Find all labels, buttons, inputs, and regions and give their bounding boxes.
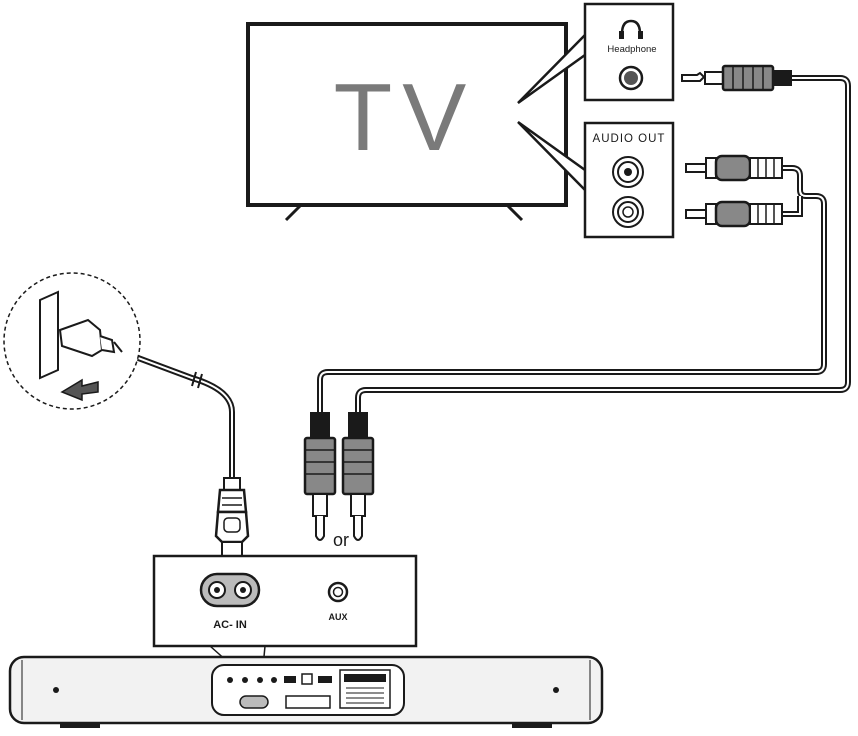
soundbar-foot-left bbox=[60, 722, 100, 728]
aux-jack bbox=[327, 581, 349, 603]
wall-plug-neck bbox=[99, 335, 116, 354]
insert-arrow-icon bbox=[60, 378, 99, 402]
cable-rca-inner bbox=[319, 167, 825, 412]
cable-rca2-inner bbox=[782, 196, 801, 215]
tv-leg-left bbox=[284, 204, 302, 222]
aux-plug-right bbox=[341, 412, 375, 541]
soundbar-ports bbox=[227, 669, 391, 709]
cables bbox=[120, 75, 851, 478]
tv: TV bbox=[246, 22, 568, 222]
soundbar-screw-left bbox=[53, 687, 59, 693]
aux-plug-left bbox=[303, 412, 337, 541]
cable-rca2-outer bbox=[782, 196, 803, 217]
ac-plug bbox=[214, 477, 250, 557]
soundbar-foot-right bbox=[512, 722, 552, 728]
audio-out-label: AUDIO OUT bbox=[593, 133, 666, 145]
tv-label: TV bbox=[334, 64, 477, 171]
headphone-icon bbox=[619, 19, 643, 39]
soundbar bbox=[8, 655, 604, 728]
aux-label: AUX bbox=[328, 612, 347, 622]
rca-jack-red bbox=[612, 156, 644, 188]
headphone-plug bbox=[681, 64, 792, 92]
headphone-callout bbox=[517, 34, 586, 105]
audio-out-callout bbox=[517, 120, 586, 191]
rca-jack-white bbox=[612, 196, 644, 228]
power-cord-outer bbox=[120, 349, 235, 478]
ac-in-socket bbox=[199, 572, 261, 608]
ac-in-label: AC- IN bbox=[213, 619, 247, 631]
tv-screen bbox=[246, 22, 568, 207]
or-label: or bbox=[333, 530, 349, 550]
wall-outlet-inset bbox=[3, 272, 141, 410]
callout-wedges bbox=[517, 34, 586, 191]
tv-leg-right bbox=[506, 204, 524, 222]
headphone-label: Headphone bbox=[607, 44, 656, 55]
zoom-panel-box bbox=[152, 554, 418, 648]
power-cord-inner bbox=[121, 351, 233, 478]
rca-plug-top bbox=[685, 154, 783, 182]
wall-plate bbox=[39, 290, 59, 380]
cable-aux-inner bbox=[357, 77, 849, 412]
rca-plug-bottom bbox=[685, 200, 783, 228]
audio-out-panel: AUDIO OUT bbox=[583, 121, 675, 239]
soundbar-zoom-panel: AC- IN AUX bbox=[152, 554, 418, 679]
headphone-panel: Headphone bbox=[583, 2, 675, 102]
soundbar-screw-right bbox=[553, 687, 559, 693]
headphone-jack-hole bbox=[624, 71, 638, 85]
